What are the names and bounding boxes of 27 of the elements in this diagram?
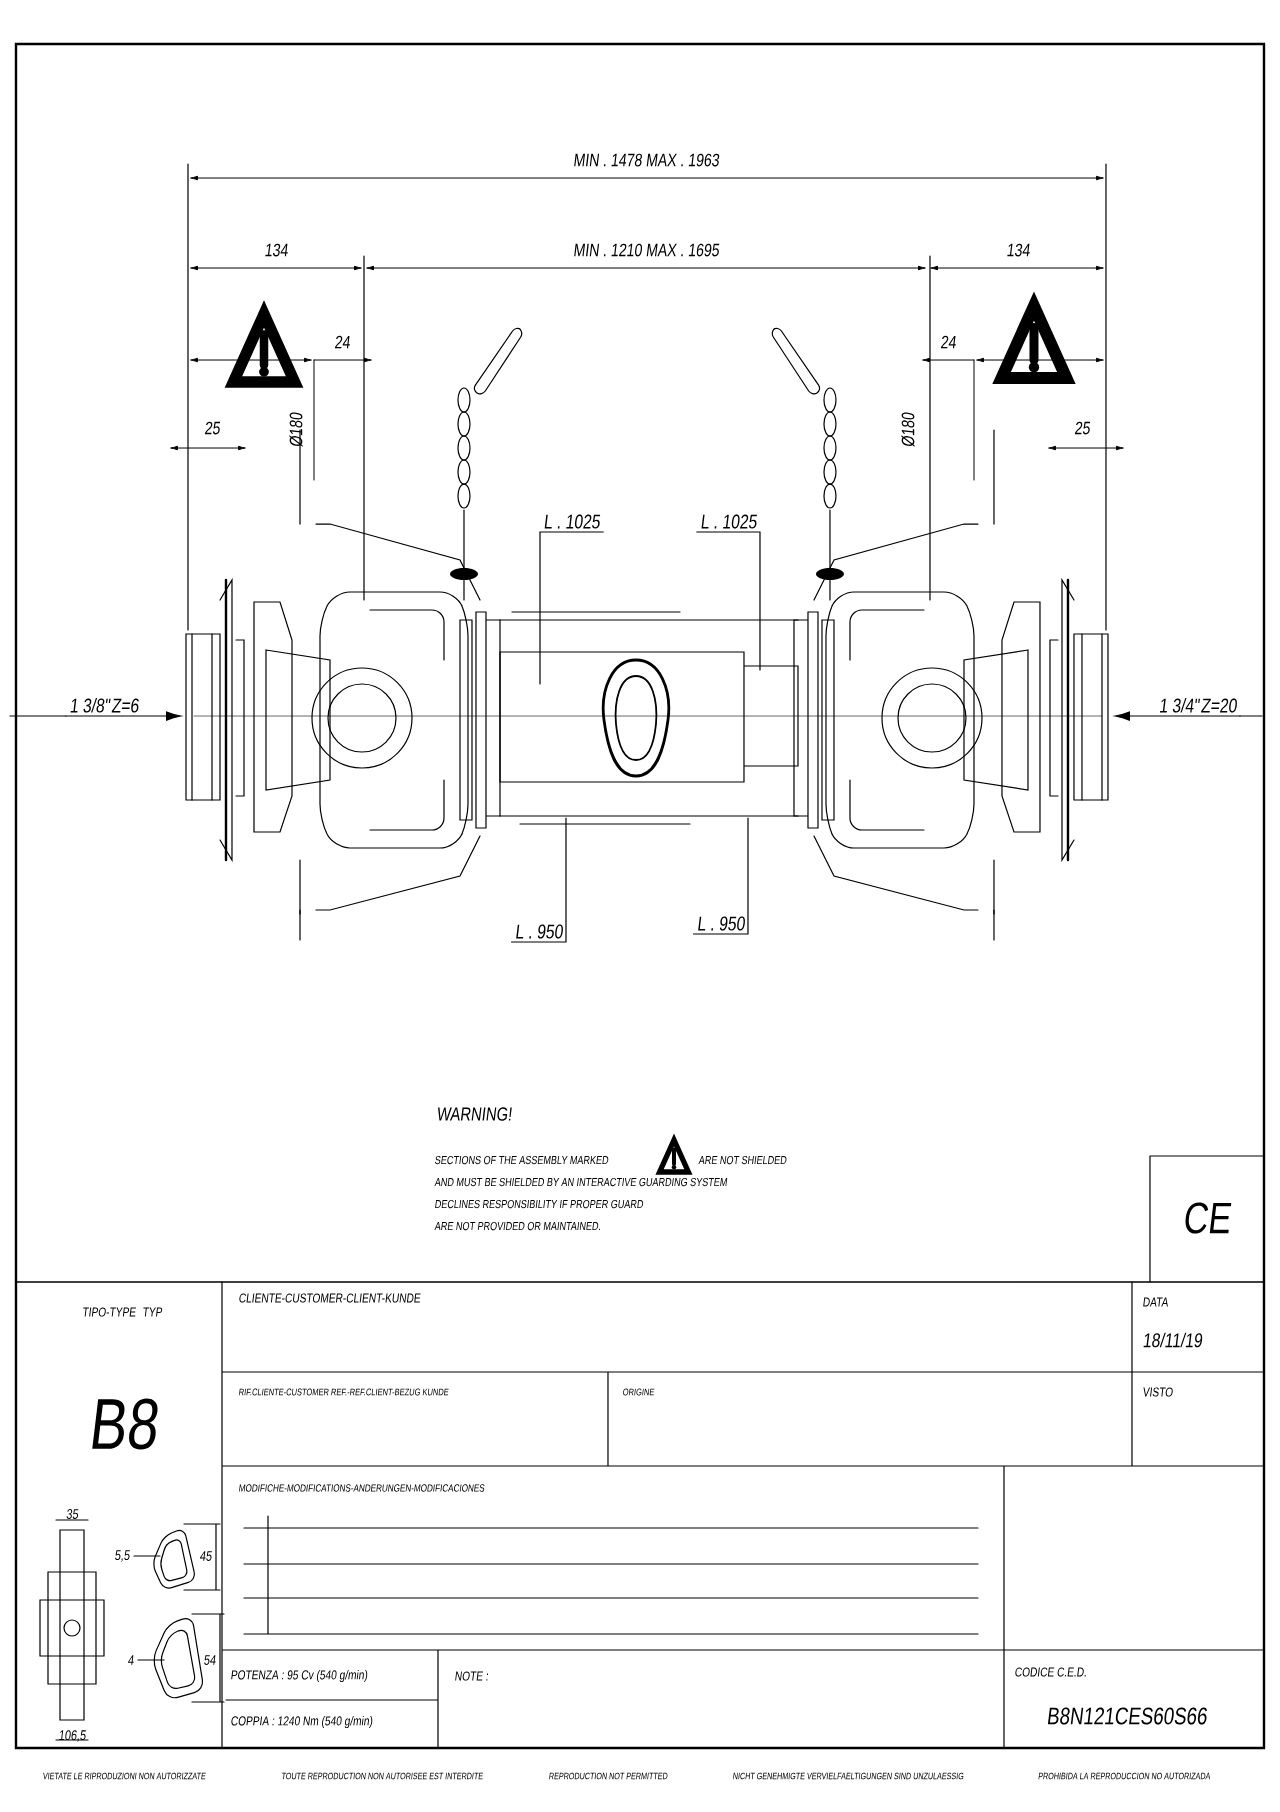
dimension-label: Ø180 [289,412,303,447]
dimension-label: 1 3/8"Z=6 [70,697,139,713]
leader-line [696,531,761,671]
leader-arrow [1114,711,1241,721]
type-code: B8 [92,1398,158,1450]
dimension-label: 134 [265,243,288,257]
dimension-label: MIN . 1478 MAX . 1963 [574,153,720,167]
dimension-label: L . 1025 [544,514,601,529]
dimension-label: 134 [1007,243,1030,257]
leader-arrow [65,711,182,721]
leader-line [510,817,567,943]
ce-mark: CE [1185,1202,1232,1234]
warning-heading: WARNING! [438,1107,512,1121]
leader-line [539,531,604,685]
dimension-label: 24 [334,335,350,349]
dimension-label: L . 1025 [701,514,757,529]
dimension-label: 25 [204,421,221,435]
dimension-label: Ø180 [901,412,915,447]
dimension-label: 1 3/4"Z=20 [1160,697,1237,713]
code-value: B8N121CES60S66 [1047,1707,1208,1725]
dimension-label: 24 [940,335,956,349]
dimension-label: L . 950 [698,916,745,931]
leader-line [692,817,749,935]
field-value: 18/11/19 [1143,1332,1203,1348]
dimension-label: L . 950 [516,924,563,939]
dimension-label: MIN . 1210 MAX . 1695 [574,243,720,257]
dimension-label: 25 [1074,421,1091,435]
